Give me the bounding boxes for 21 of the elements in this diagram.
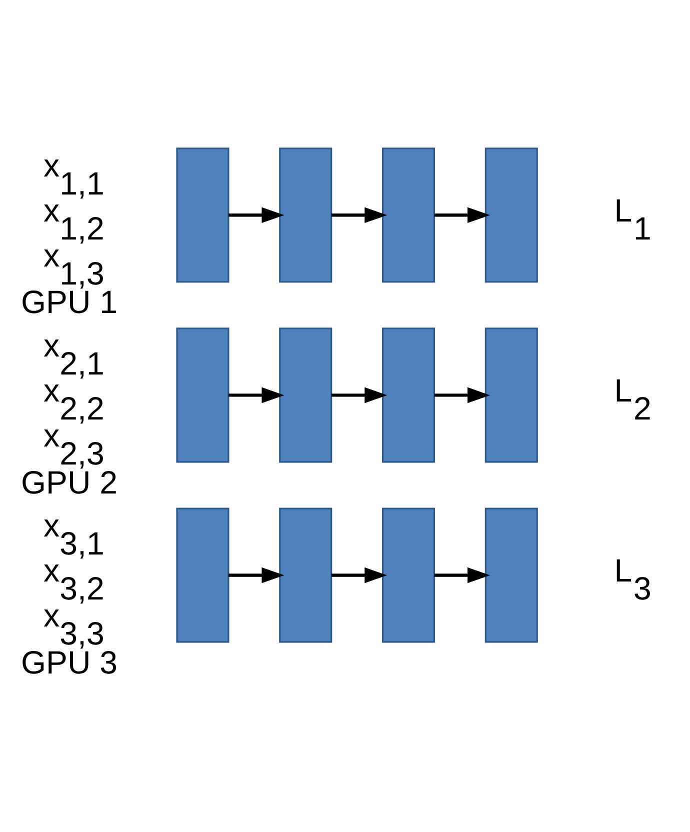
node-box: [382, 327, 436, 462]
node-box: [279, 507, 332, 642]
node-box: [382, 507, 436, 642]
arrow: [434, 206, 490, 223]
arrow: [228, 566, 284, 583]
arrow: [331, 386, 388, 403]
node-box: [484, 147, 538, 282]
arrow: [331, 206, 388, 223]
arrow: [331, 566, 388, 583]
node-box: [484, 507, 538, 642]
arrow: [434, 566, 490, 583]
node-box: [176, 147, 230, 282]
node-box: [176, 327, 230, 462]
node-box: [279, 327, 332, 462]
node-box: [484, 327, 538, 462]
node-box: [382, 147, 436, 282]
arrow: [228, 206, 284, 223]
node-box: [176, 507, 230, 642]
node-box: [279, 147, 332, 282]
arrow: [434, 386, 490, 403]
arrow: [228, 386, 284, 403]
